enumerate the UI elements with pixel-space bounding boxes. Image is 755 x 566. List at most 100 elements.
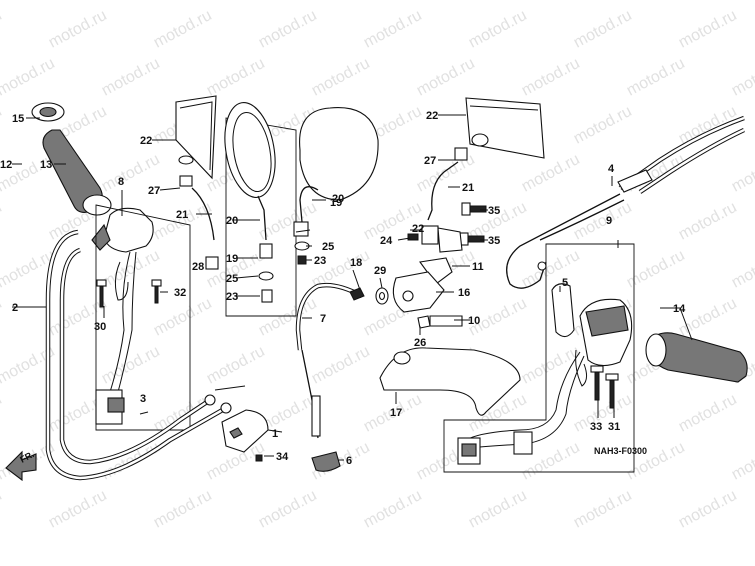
watermark-text: motod.ru [309,343,373,388]
watermark-text: motod.ru [519,343,583,388]
watermark-text: motod.ru [46,487,110,532]
callout-20b: 20 [332,193,344,205]
watermark-text: motod.ru [0,7,5,52]
watermark-text: motod.ru [571,487,635,532]
callout-27a: 27 [148,185,160,197]
watermark-text: motod.ru [99,55,163,100]
front-brake-lever [379,347,521,416]
watermark-text: motod.ru [729,151,755,196]
watermark-text: motod.ru [624,55,688,100]
holder-upper [437,227,463,253]
callout-22b: 22 [426,110,438,122]
callout-20a: 20 [226,215,238,227]
callout-22a: 22 [140,135,152,147]
watermark-text: motod.ru [624,0,688,4]
callout-14: 14 [673,303,686,315]
watermark-text: motod.ru [151,487,215,532]
parts-artwork [5,95,748,482]
watermark-text: motod.ru [676,487,740,532]
right-connector-b [513,431,533,455]
watermark-text: motod.ru [729,247,755,292]
watermark-text: motod.ru [151,295,215,340]
callout-31: 31 [608,421,620,433]
callout-26: 26 [414,337,426,349]
watermark-text: motod.ru [46,7,110,52]
watermark-text: motod.ru [571,103,635,148]
cable-guide-bracket [221,409,269,453]
callout-8: 8 [118,176,124,188]
right-mirror-rect [465,97,545,159]
callout-7: 7 [320,313,326,325]
watermark-text: motod.ru [414,55,478,100]
callout-17: 17 [390,407,402,419]
callout-25b: 25 [322,241,334,253]
watermark-text: motod.ru [99,439,163,484]
callout-9: 9 [606,215,612,227]
callout-16: 16 [458,287,470,299]
watermark-text: motod.ru [361,487,425,532]
watermark-text: motod.ru [0,487,5,532]
watermark-text: motod.ru [571,391,635,436]
callout-23b: 23 [314,255,326,267]
watermark-text: motod.ru [99,0,163,4]
left-mirror-rect [175,95,217,180]
callout-32: 32 [174,287,186,299]
callout-21a: 21 [176,209,188,221]
watermark-text: motod.ru [361,7,425,52]
watermark-text: motod.ru [624,247,688,292]
callout-18: 18 [350,257,362,269]
callout-19b: 19 [330,197,342,209]
watermark-text: motod.ru [519,0,583,4]
watermark-text: motod.ru [519,247,583,292]
callout-3: 3 [140,393,146,405]
callout-2: 2 [12,302,18,314]
callout-19a: 19 [226,253,238,265]
mirror-adapter-19 [259,243,273,259]
watermark-text: motod.ru [256,7,320,52]
mirror-box [225,117,297,317]
watermark-text: motod.ru [151,7,215,52]
switch-5 [551,283,575,338]
watermark-text: motod.ru [0,391,5,436]
callout-22c: 22 [412,223,424,235]
diagram-code: NAH3-F0300 [594,446,647,456]
watermark-text: motod.ru [414,0,478,4]
watermark-text: motod.ru [256,487,320,532]
watermark-text: motod.ru [729,0,755,4]
left-switch-housing [103,207,154,253]
callout-35b: 35 [488,235,500,247]
callout-34: 34 [276,451,289,463]
callout-23a: 23 [226,291,238,303]
callout-labels: 1 2 3 4 5 6 7 8 9 10 11 12 13 14 15 16 1… [0,110,686,467]
watermark-text: motod.ru [466,7,530,52]
callout-12: 12 [0,159,12,171]
callout-15: 15 [12,113,24,125]
watermark-text: motod.ru [309,0,373,4]
watermark-text: motod.ru [0,103,5,148]
leader-lines [12,114,693,461]
watermark-text: motod.ru [204,343,268,388]
callout-13: 13 [40,159,52,171]
callout-30: 30 [94,321,106,333]
watermark-text: motod.ru [676,295,740,340]
watermark-text: motod.ru [624,151,688,196]
callout-24: 24 [380,235,393,247]
watermark-text: motod.ru [204,55,268,100]
watermark-text: motod.ru [0,0,58,4]
holder-22 [421,225,439,245]
callout-29: 29 [374,265,386,277]
callout-10: 10 [468,315,480,327]
watermark-text: motod.ru [0,55,58,100]
right-mirror-round [299,107,379,201]
watermark-text: motod.ru [466,487,530,532]
watermark-text: motod.ru [676,391,740,436]
watermark-text: motod.ru [676,199,740,244]
callout-27b: 27 [424,155,436,167]
watermark-text: motod.ru [729,55,755,100]
callout-28: 28 [192,261,204,273]
callout-4: 4 [608,163,615,175]
callout-21b: 21 [462,182,474,194]
watermark-text: motod.ru [519,55,583,100]
watermark-text: motod.ru [309,55,373,100]
